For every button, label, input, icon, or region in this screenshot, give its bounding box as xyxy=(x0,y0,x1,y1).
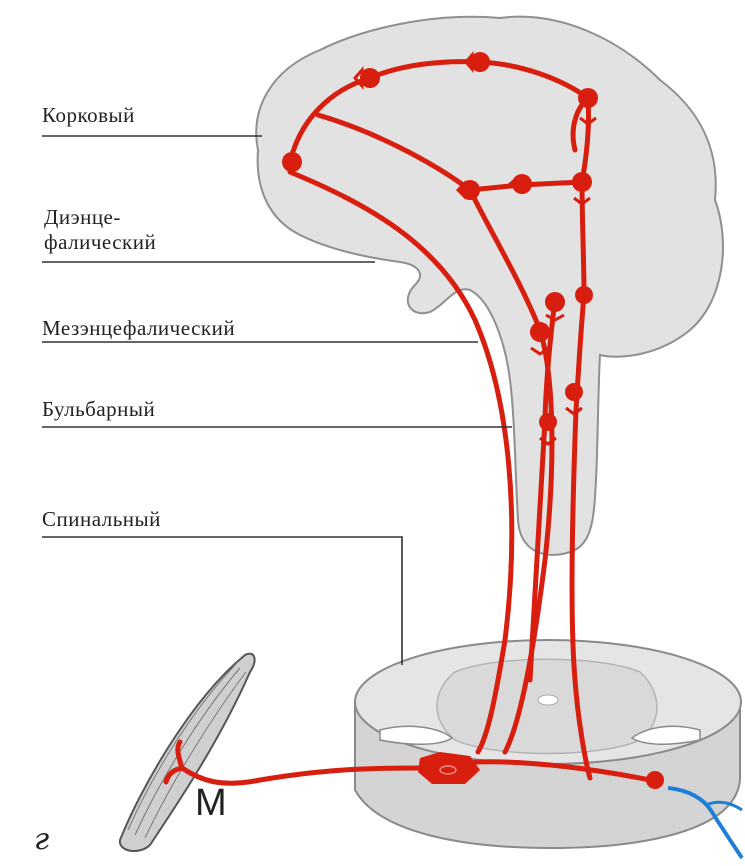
label-mesencephalic: Мезэнцефалический xyxy=(42,317,235,339)
grey-matter xyxy=(437,659,657,753)
label-spinal: Спинальный xyxy=(42,508,161,530)
panel-letter: г xyxy=(34,822,49,857)
brain-silhouette xyxy=(256,17,723,555)
label-diencephalic-line2: фалический xyxy=(44,231,156,253)
muscle-label: М xyxy=(195,782,227,825)
spinal-cord-segment xyxy=(355,640,741,848)
label-diencephalic-line1: Диэнце- xyxy=(44,206,121,228)
muscle xyxy=(120,654,255,851)
label-cortical: Корковый xyxy=(42,104,135,126)
label-bulbar: Бульбарный xyxy=(42,398,155,420)
central-canal xyxy=(538,695,558,705)
